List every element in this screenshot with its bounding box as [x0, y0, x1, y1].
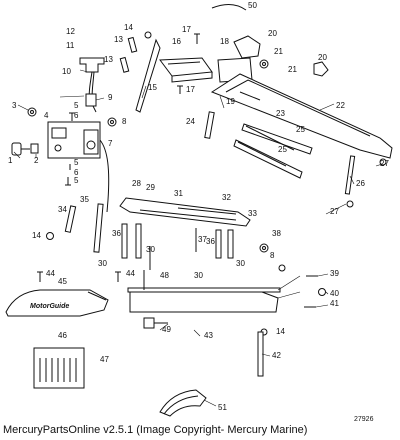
callout-16: 16: [172, 37, 181, 46]
base-plate-43: [127, 270, 281, 377]
callout-42: 42: [272, 351, 281, 360]
callout-43: 43: [204, 331, 213, 340]
callout-6-a: 6: [74, 111, 79, 120]
callout-4: 4: [44, 111, 49, 120]
washers-14-38-8: [46, 232, 326, 336]
callout-34: 34: [58, 205, 67, 214]
callout-14-c: 14: [276, 327, 285, 336]
callout-44-b: 44: [126, 269, 135, 278]
rod-assembly: [64, 197, 251, 270]
motorguide-cover-46: [5, 271, 121, 317]
pins-13-14: [119, 31, 161, 113]
diagram-id: 27926: [354, 416, 374, 423]
callout-40: 40: [330, 289, 339, 298]
callout-10: 10: [62, 67, 71, 76]
callout-1: 1: [8, 156, 13, 165]
callout-5-c: 5: [74, 176, 79, 185]
handle-assembly: [79, 57, 105, 113]
callout-30-a: 30: [98, 259, 107, 268]
callout-28: 28: [132, 179, 141, 188]
callout-50: 50: [248, 1, 257, 10]
callout-7: 7: [108, 139, 113, 148]
callout-13-b: 13: [104, 55, 113, 64]
callout-25-a: 25: [296, 125, 305, 134]
hardware-kit-47: [33, 347, 85, 389]
callout-30-c: 30: [194, 271, 203, 280]
callout-29: 29: [146, 183, 155, 192]
clip-51: [159, 389, 207, 417]
callout-36-a: 36: [112, 229, 121, 238]
callout-46: 46: [58, 331, 67, 340]
callout-30-b: 30: [146, 245, 155, 254]
callout-21-a: 21: [274, 47, 283, 56]
callout-25-b: 25: [278, 145, 287, 154]
callout-8-a: 8: [122, 117, 127, 126]
callout-3: 3: [12, 101, 17, 110]
callout-35: 35: [80, 195, 89, 204]
callout-24: 24: [186, 117, 195, 126]
callout-9: 9: [108, 93, 113, 102]
knob-part-1: [11, 107, 39, 156]
callout-20-b: 20: [318, 53, 327, 62]
callout-45: 45: [58, 277, 67, 286]
callout-17-a: 17: [182, 25, 191, 34]
callout-18: 18: [220, 37, 229, 46]
callout-12: 12: [66, 27, 75, 36]
copyright-footer: MercuryPartsOnline v2.5.1 (Image Copyrig…: [3, 424, 308, 436]
callout-31: 31: [174, 189, 183, 198]
small-screws-5-6: [65, 112, 75, 186]
callout-26: 26: [356, 179, 365, 188]
callout-38: 38: [272, 229, 281, 238]
callout-19: 19: [226, 97, 235, 106]
motorguide-logo: MotorGuide: [30, 303, 69, 310]
callout-6-b: 6: [74, 168, 79, 177]
callout-11: 11: [66, 41, 75, 50]
callout-13-a: 13: [114, 35, 123, 44]
callout-20-a: 20: [268, 29, 277, 38]
springs-25: [204, 111, 387, 208]
callout-15: 15: [148, 83, 157, 92]
callout-51: 51: [218, 403, 227, 412]
callout-8-b: 8: [270, 251, 275, 260]
callout-5-a: 5: [74, 101, 79, 110]
callout-14-a: 14: [124, 23, 133, 32]
callout-17-b: 17: [186, 85, 195, 94]
callout-5-b: 5: [74, 158, 79, 167]
callout-33: 33: [248, 209, 257, 218]
callout-14-b: 14: [32, 231, 41, 240]
callout-41: 41: [330, 299, 339, 308]
callout-27-b: 27: [330, 207, 339, 216]
callout-27-a: 27: [380, 159, 389, 168]
callout-30-d: 30: [236, 259, 245, 268]
mount-bracket: [47, 121, 110, 213]
callout-32: 32: [222, 193, 231, 202]
pedal-base-22: [210, 73, 393, 159]
callout-22: 22: [336, 101, 345, 110]
callout-39: 39: [330, 269, 339, 278]
callout-37: 37: [198, 235, 207, 244]
callout-49: 49: [162, 325, 171, 334]
callout-labels: 1 2 3 4 5 5 5 6 6 7 8 8 9 10 11 12 13 13…: [8, 1, 389, 412]
washer-8-upper: [107, 117, 117, 127]
leader-lines: [13, 69, 383, 407]
callout-23: 23: [276, 109, 285, 118]
callout-44-a: 44: [46, 269, 55, 278]
callout-21-b: 21: [288, 65, 297, 74]
callout-47: 47: [100, 355, 109, 364]
callout-48: 48: [160, 271, 169, 280]
callout-2: 2: [34, 156, 39, 165]
callout-36-b: 36: [206, 237, 215, 246]
